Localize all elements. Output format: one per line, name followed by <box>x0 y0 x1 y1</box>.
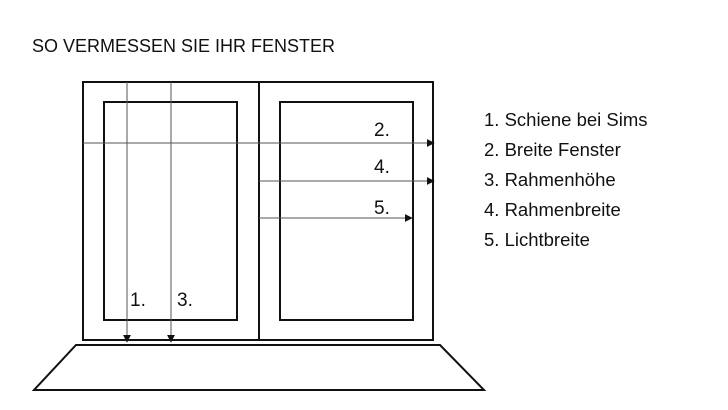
legend-item-3: 3. Rahmenhöhe <box>484 169 616 190</box>
marker-label-3: 3. <box>177 290 193 311</box>
page-title: SO VERMESSEN SIE IHR FENSTER <box>32 36 335 56</box>
right-pane <box>279 101 414 321</box>
legend-item-1: 1. Schiene bei Sims <box>484 109 648 130</box>
windowsill <box>31 344 487 391</box>
legend-item-5: 5. Lichtbreite <box>484 229 590 250</box>
legend-item-4: 4. Rahmenbreite <box>484 199 621 220</box>
legend: 1. Schiene bei Sims 2. Breite Fenster 3.… <box>484 109 648 250</box>
marker-label-2: 2. <box>374 120 390 141</box>
legend-item-2: 2. Breite Fenster <box>484 139 621 160</box>
marker-label-1: 1. <box>130 290 146 311</box>
marker-label-4: 4. <box>374 157 390 178</box>
marker-label-5: 5. <box>374 198 390 219</box>
